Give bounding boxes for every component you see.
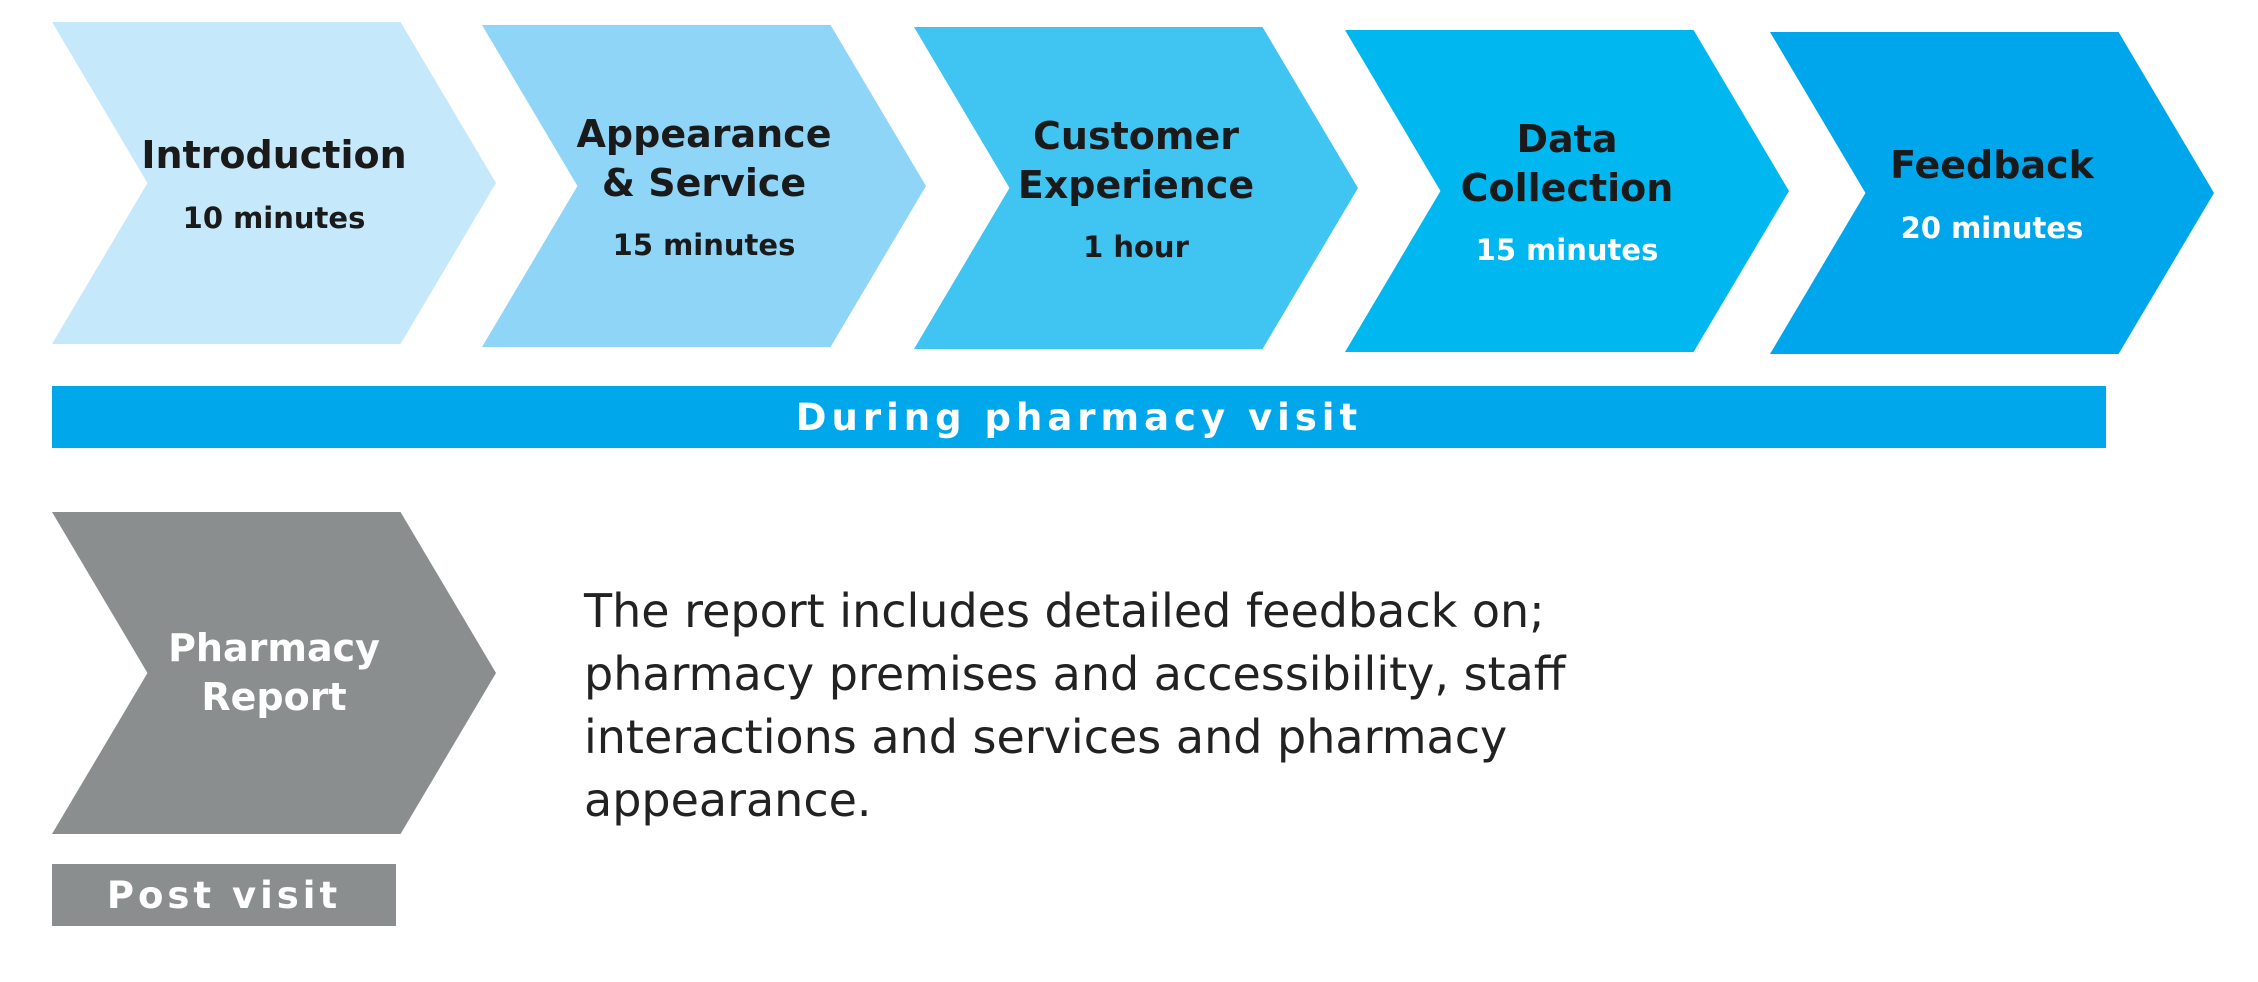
during-visit-label: During pharmacy visit: [795, 395, 1363, 439]
step-duration: 1 hour: [1083, 230, 1189, 265]
report-description: The report includes detailed feedback on…: [584, 584, 1566, 828]
post-visit-bar: Post visit: [52, 864, 396, 926]
during-visit-bar: During pharmacy visit: [52, 386, 2106, 448]
post-pharmacy-report: Pharmacy Report: [52, 512, 496, 834]
step-title: Feedback: [1890, 143, 2094, 188]
step-customer-experience: Customer Experience 1 hour: [914, 27, 1358, 349]
post-title: Pharmacy Report: [168, 625, 380, 719]
step-feedback: Feedback 20 minutes: [1770, 32, 2214, 354]
step-duration: 15 minutes: [1475, 233, 1659, 268]
step-duration: 10 minutes: [182, 200, 366, 235]
step-title: Data Collection: [1460, 116, 1674, 210]
step-appearance-service: Appearance & Service 15 minutes: [482, 25, 926, 347]
step-introduction: Introduction 10 minutes: [52, 22, 496, 344]
step-title: Introduction: [141, 133, 407, 178]
step-title: Customer Experience: [1017, 113, 1255, 207]
step-title: Appearance & Service: [576, 111, 832, 205]
post-visit-label: Post visit: [106, 873, 342, 917]
step-duration: 15 minutes: [612, 228, 796, 263]
step-duration: 20 minutes: [1900, 210, 2084, 245]
step-data-collection: Data Collection 15 minutes: [1345, 30, 1789, 352]
